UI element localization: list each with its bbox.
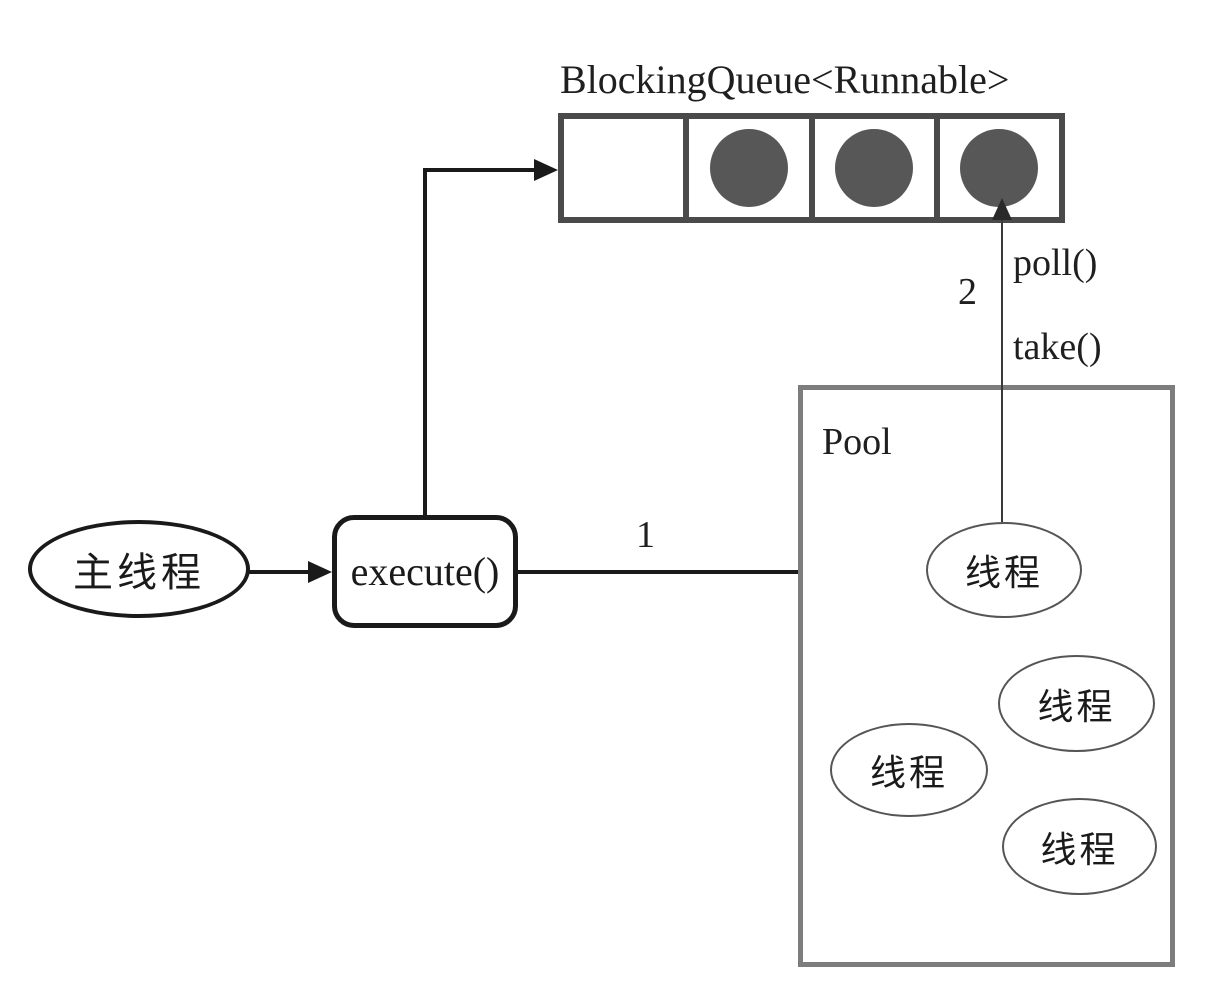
pool-label: Pool xyxy=(822,421,892,463)
blocking-queue xyxy=(558,113,1065,223)
queue-cell xyxy=(940,119,1059,217)
queue-cell-empty xyxy=(564,119,690,217)
execute-to-queue-horizontal-line xyxy=(423,168,535,172)
execute-label: execute() xyxy=(350,549,500,594)
main-to-execute-line xyxy=(247,570,311,574)
edge-label-take: take() xyxy=(1013,326,1102,368)
main-thread-node: 主线程 xyxy=(28,520,250,618)
thread-label: 线程 xyxy=(869,753,948,793)
edge-label-step-1: 1 xyxy=(636,514,655,556)
thread-label: 线程 xyxy=(964,553,1043,593)
task-circle xyxy=(835,129,914,207)
thread-to-queue-line xyxy=(1001,218,1003,522)
edge-label-poll: poll() xyxy=(1013,242,1098,284)
pool-thread-node: 线程 xyxy=(830,723,988,817)
task-circle xyxy=(960,129,1039,207)
pool-thread-node: 线程 xyxy=(926,522,1082,618)
execute-node: execute() xyxy=(332,515,518,628)
pool-thread-node: 线程 xyxy=(1002,798,1157,895)
thread-label: 线程 xyxy=(1037,686,1116,727)
edge-label-step-2: 2 xyxy=(958,271,977,313)
queue-cell xyxy=(815,119,940,217)
execute-to-queue-arrowhead-icon xyxy=(534,159,558,181)
pool-thread-node: 线程 xyxy=(998,655,1155,752)
execute-to-thread-line xyxy=(518,570,904,574)
execute-to-queue-vertical-line xyxy=(423,168,427,517)
main-thread-label: 主线程 xyxy=(73,550,205,595)
blocking-queue-title: BlockingQueue<Runnable> xyxy=(560,57,1010,102)
main-to-execute-arrowhead-icon xyxy=(308,561,332,583)
thread-to-queue-arrowhead-icon xyxy=(992,198,1012,220)
thread-label: 线程 xyxy=(1040,829,1119,870)
queue-cell xyxy=(689,119,815,217)
task-circle xyxy=(709,129,788,207)
